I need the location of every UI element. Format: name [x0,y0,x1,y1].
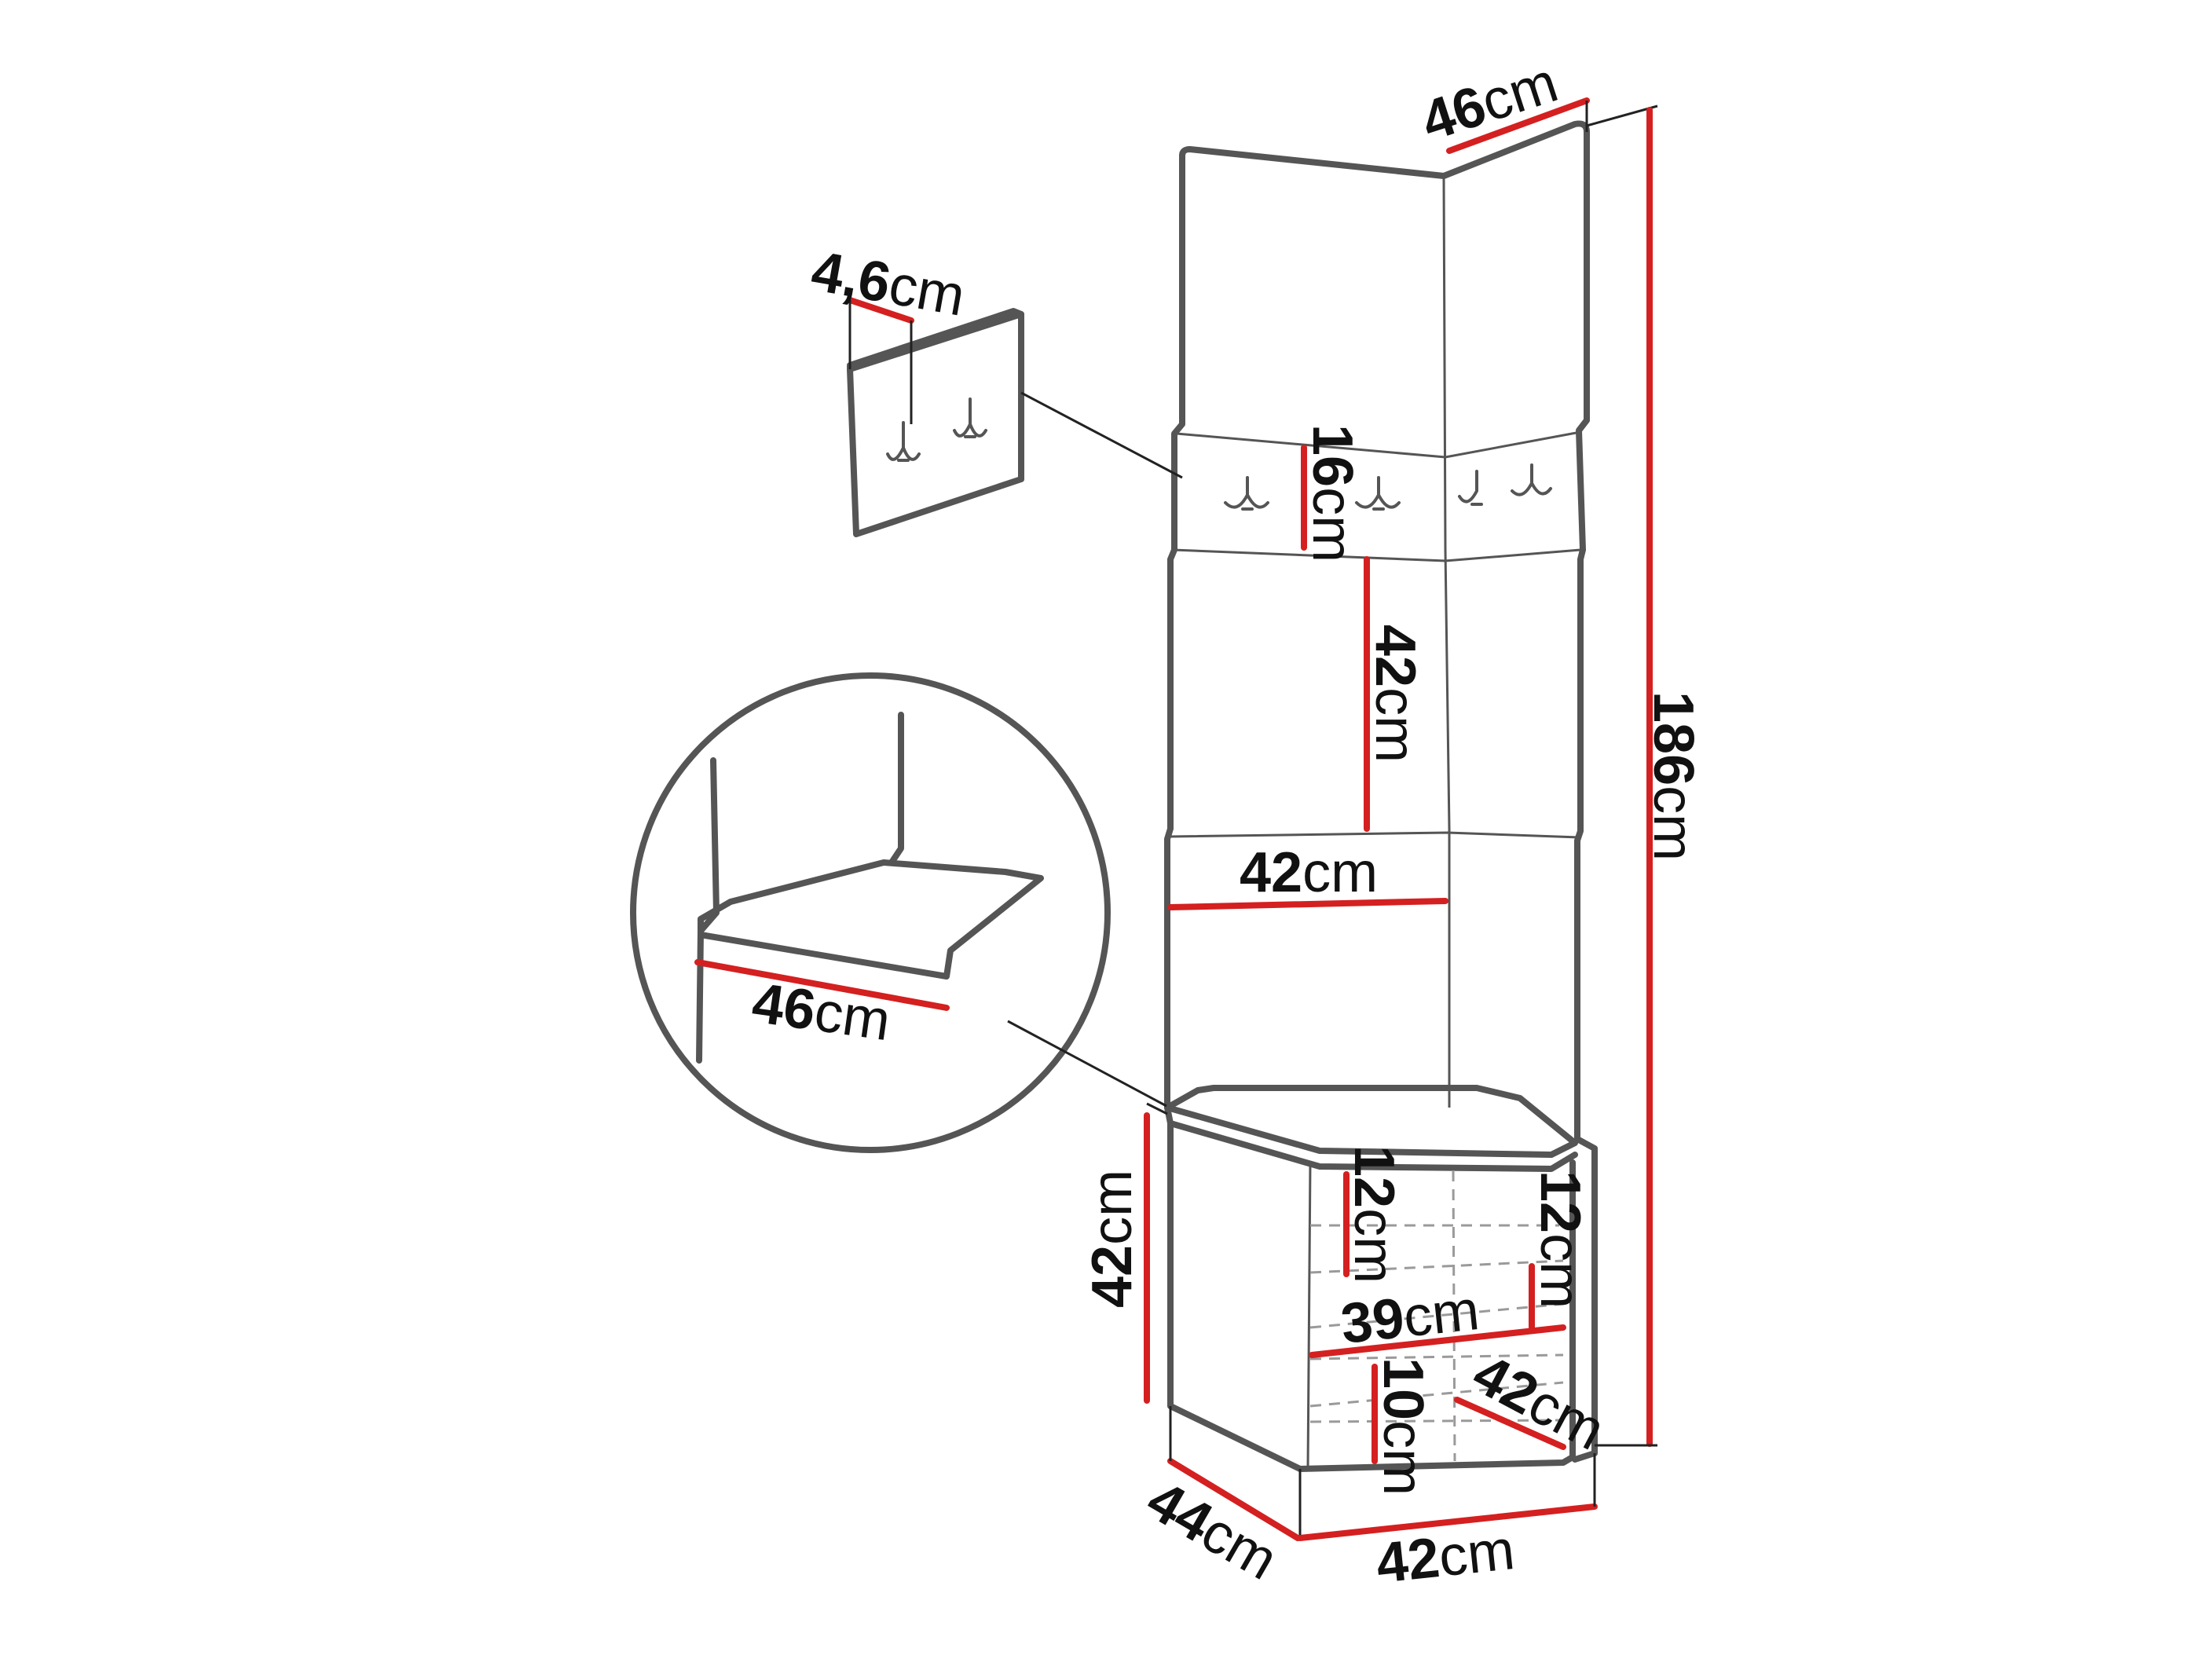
detail-seat [698,859,1044,980]
hook-icon [1458,470,1483,506]
label-shelf-upper-left: 12cm [1342,1145,1405,1284]
right-panel-column [1441,120,1590,1142]
label-bench-height: 42cm [1081,1170,1144,1308]
label-total-height: 186cm [1642,691,1705,861]
bench-seat-edge [1164,1104,1578,1172]
hook-icon [886,421,921,462]
dimension-labels: 46cm 4,6cm 16cm 42cm 42cm 186cm 46cm 42c… [749,51,1705,1595]
bench-front-edge [1306,1162,1312,1470]
seam-middle [1170,831,1580,839]
dimension-lines [694,97,1658,1541]
hook-icon [1224,476,1269,511]
dim-hook-thickness [847,297,914,324]
label-bench-width: 42cm [1373,1518,1517,1595]
dim-shelf-width [1309,1324,1566,1358]
label-shelf-upper-right: 12cm [1529,1170,1591,1309]
dim-seat-depth [694,959,950,1011]
label-hook-height: 16cm [1301,424,1364,562]
hook-icon [1511,463,1552,496]
bench-right-side [1572,1136,1598,1463]
seam-hook-top [1176,430,1581,459]
left-panel-column [1164,152,1185,1111]
label-shelf-width: 39cm [1338,1279,1481,1356]
label-shelf-lower: 10cm [1372,1357,1434,1496]
hook-panel-inset [847,308,1183,537]
dim-inner-depth [1454,1397,1566,1450]
dim-bench-width [1297,1503,1598,1541]
label-hook-thickness: 4,6cm [807,240,969,328]
corner-seam [1442,175,1451,1108]
bench-seat [1164,1085,1578,1158]
dim-panel-width [1167,898,1448,910]
label-panel-width: 42cm [1240,841,1378,904]
label-upper-height: 42cm [1364,624,1426,763]
detail-panel-edge [696,757,720,1064]
label-seat-depth: 46cm [749,972,894,1053]
seam-hook-bottom [1172,548,1581,562]
seat-detail-circle [630,672,1167,1153]
leader-line-detail [1007,1020,1167,1108]
leader-line-hook-panel [1020,391,1183,479]
hook-icon [1355,476,1401,511]
detail-panel-edge-right [888,712,904,866]
dim-bench-depth [1167,1458,1301,1541]
detail-circle-outline [630,672,1111,1153]
hook-panel-front [847,311,1024,537]
dim-top-depth [1446,97,1590,154]
hook-icon [953,397,987,438]
left-panel-top [1179,146,1447,179]
bench-body [1167,1120,1576,1472]
